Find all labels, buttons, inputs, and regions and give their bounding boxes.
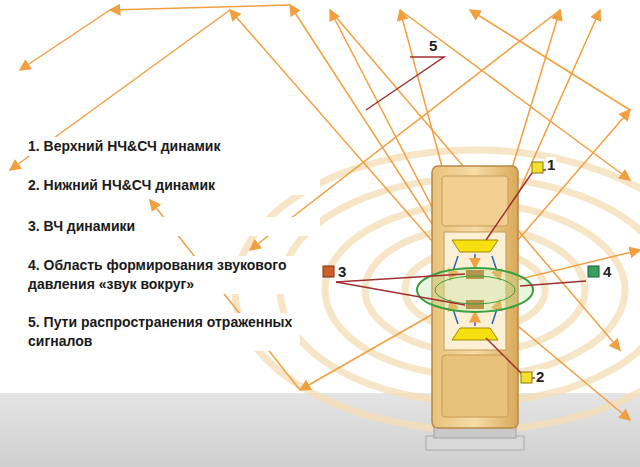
legend-item: 5. Пути распространения отраженных сигна…: [26, 313, 300, 351]
callout-number: 2: [535, 369, 545, 385]
callout-swatch: [532, 162, 543, 173]
surround-zone: [417, 268, 533, 312]
legend-item: 3. ВЧ динамики: [26, 217, 320, 236]
legend-item: 2. Нижний НЧ&СЧ динамик: [26, 176, 320, 195]
callout-swatch: [588, 266, 599, 277]
callout-number: 3: [337, 264, 347, 280]
speaker-top-panel: [442, 176, 508, 226]
legend-item: 4. Область формирования звукового давлен…: [26, 256, 312, 294]
surround-zone-inner: [435, 276, 515, 304]
upper-driver: [452, 240, 498, 252]
lower-driver: [452, 328, 498, 340]
leader-lines: [336, 57, 586, 378]
callout-swatch: [521, 372, 532, 383]
legend-item: 1. Верхний НЧ&СЧ динамик: [26, 137, 320, 156]
speaker-bottom-panel: [442, 355, 508, 417]
floor: [0, 393, 640, 467]
callout-number: 1: [546, 157, 556, 173]
callout-number: 4: [602, 264, 612, 280]
reflected-paths: [10, 5, 640, 420]
callout-swatch: [323, 266, 334, 277]
callout-number: 5: [428, 38, 438, 54]
